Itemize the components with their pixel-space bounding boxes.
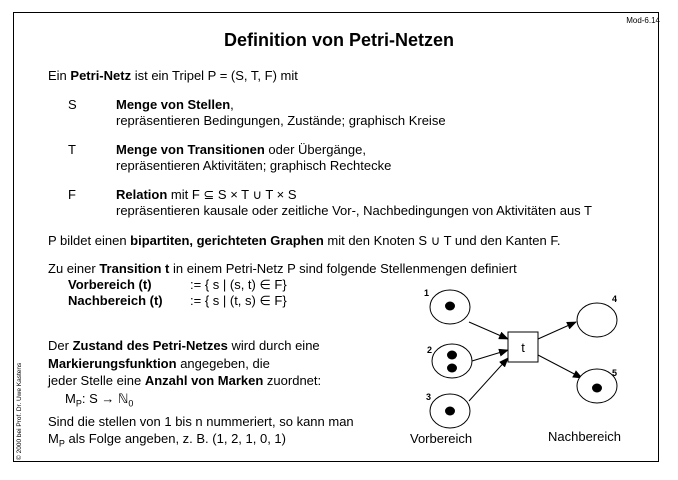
token-icon [592,383,602,393]
transition-label: t [521,340,525,355]
page-title: Definition von Petri-Netzen [223,30,454,50]
slide-frame [13,12,659,462]
arc-2-t [471,348,509,362]
item-f-text: Relation mit F ⊆ S × T ∪ T × S repräsent… [116,187,592,218]
item-symbol-t: T [68,142,76,157]
nachbereich-label: Nachbereich (t) [68,293,163,308]
intro-line: Ein Petri-Netz ist ein Tripel P = (S, T,… [48,68,298,83]
token-icon [447,363,457,373]
token-icon [445,406,455,416]
token-icon [447,350,457,360]
place-label-2: 2 [427,345,432,355]
place-label-1: 1 [424,288,429,298]
transition-t [507,331,539,363]
nachbereich-caption: Nachbereich [548,429,621,444]
place-label-3: 3 [426,392,431,402]
nachbereich-def: := { s | (t, s) ∈ F} [190,293,287,308]
vorbereich-label: Vorbereich (t) [68,277,152,292]
bipartite-line: P bildet einen bipartiten, gerichteten G… [48,233,561,248]
arc-t-5 [537,354,583,379]
arc-3-t [468,357,509,402]
item-s-text: Menge von Stellen, repräsentieren Beding… [116,97,446,128]
arc-t-4 [537,321,577,340]
copyright: © 2000 bei Prof. Dr. Uwe Kastens [16,362,23,460]
token-icon [445,301,455,311]
place-label-5: 5 [612,368,617,378]
place-label-4: 4 [612,294,617,304]
item-t-text: Menge von Transitionen oder Übergänge, r… [116,142,392,173]
marking-formula: MP: S → ℕ0 [65,390,134,409]
place-2 [431,343,473,379]
slide-code: Mod-6.14 [626,16,660,25]
vorbereich-def: := { s | (s, t) ∈ F} [190,277,287,292]
arc-1-t [468,321,509,340]
vorbereich-caption: Vorbereich [410,431,472,446]
place-4 [576,302,618,338]
zustand-block: Der Zustand des Petri-Netzes wird durch … [48,338,354,449]
item-symbol-f: F [68,187,76,202]
transition-intro: Zu einer Transition t in einem Petri-Net… [48,261,517,276]
item-symbol-s: S [68,97,77,112]
